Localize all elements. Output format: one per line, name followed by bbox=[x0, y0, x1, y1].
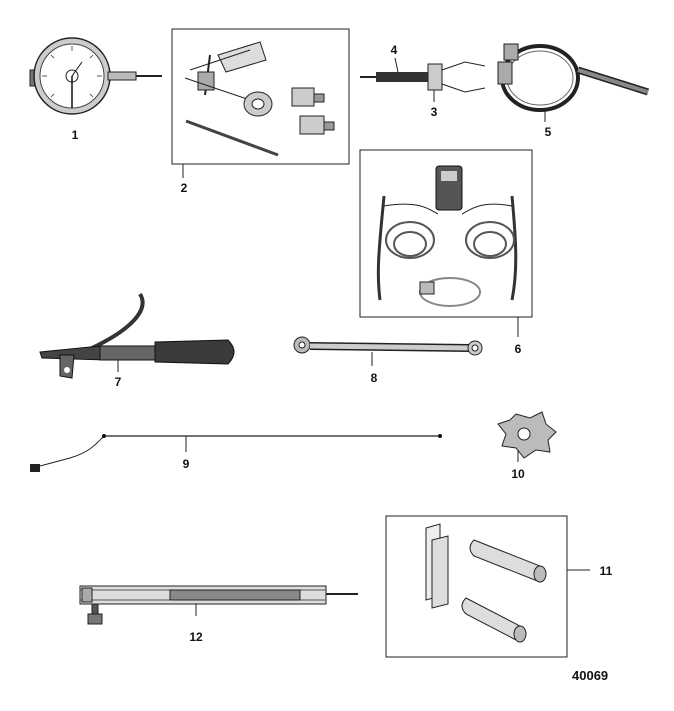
callout-4: 4 bbox=[391, 43, 398, 57]
callout-11: 11 bbox=[600, 564, 613, 578]
callout-box-11 bbox=[385, 515, 568, 658]
callout-box-2 bbox=[171, 28, 350, 165]
ratchet-wrench bbox=[293, 336, 483, 356]
callout-7: 7 bbox=[115, 375, 122, 389]
figure-id: 40069 bbox=[572, 668, 608, 683]
callout-8: 8 bbox=[371, 371, 378, 385]
bore-gauge bbox=[79, 585, 358, 625]
callout-5: 5 bbox=[545, 125, 552, 139]
cable-clamp-tool bbox=[360, 61, 486, 93]
dial-indicator bbox=[29, 37, 162, 115]
pin-set bbox=[425, 523, 547, 643]
callout-9: 9 bbox=[183, 457, 190, 471]
callout-box-6 bbox=[359, 149, 533, 318]
callout-10: 10 bbox=[511, 467, 525, 481]
callout-1: 1 bbox=[72, 128, 79, 142]
gauge-set bbox=[184, 41, 335, 157]
pressure-gauge-kit bbox=[376, 165, 518, 307]
callout-12: 12 bbox=[189, 630, 203, 644]
callout-3: 3 bbox=[431, 105, 438, 119]
flywheel-holder bbox=[39, 292, 235, 379]
test-lead bbox=[30, 434, 442, 472]
callout-6: 6 bbox=[515, 342, 522, 356]
callout-2: 2 bbox=[181, 181, 188, 195]
star-spanner bbox=[497, 411, 557, 459]
strap-wrench bbox=[497, 43, 650, 112]
